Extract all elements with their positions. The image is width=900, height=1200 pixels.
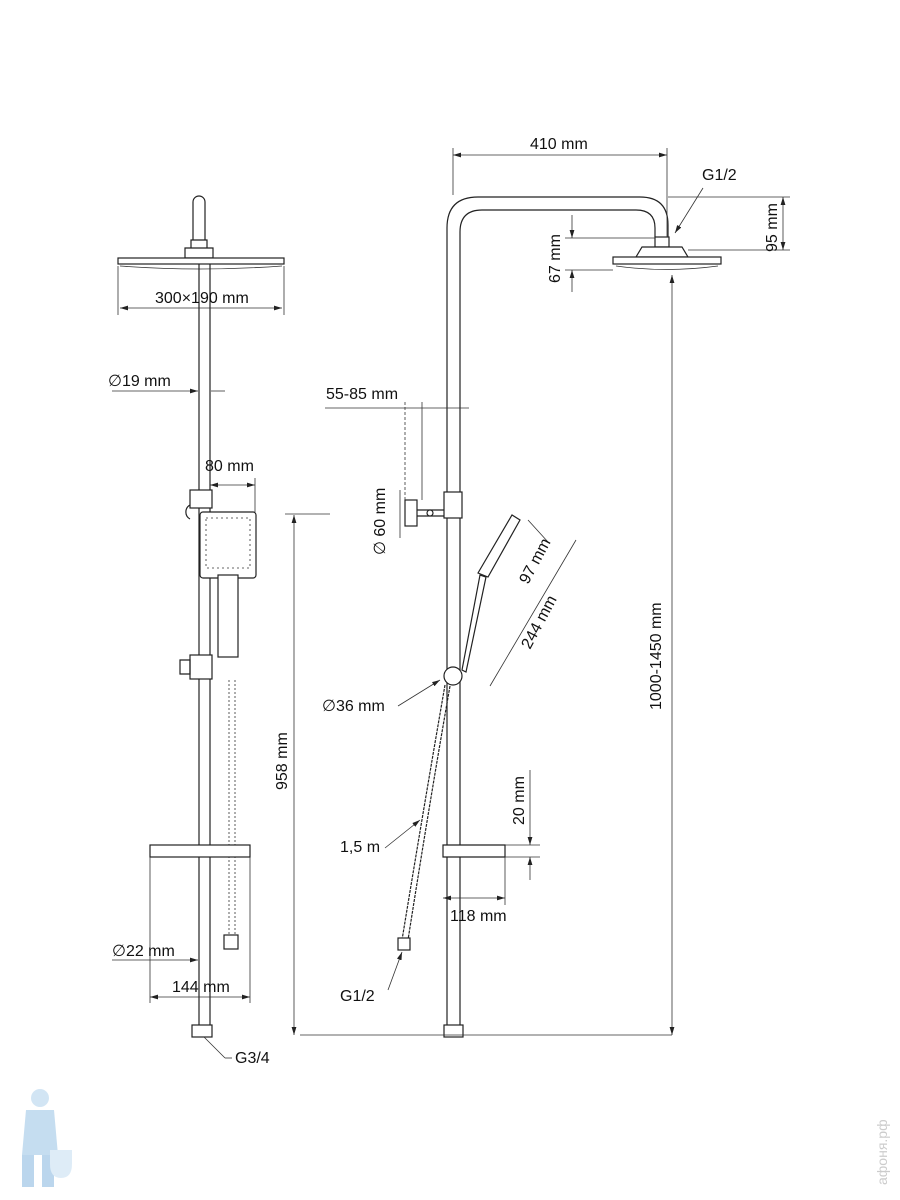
head-base [634,246,690,258]
inlet-fitting [443,1024,464,1038]
plumber-logo [22,1089,72,1187]
hose [401,684,451,941]
hand-shower-handle [217,574,239,658]
rain-head [117,257,285,265]
hand-width-label: 80 mm [205,458,254,475]
rain-head-nozzles [615,265,719,270]
arm-outer [446,196,669,1025]
diverter [443,666,463,686]
hose-fitting [397,937,411,951]
rain-head-nozzles [119,265,283,270]
arm-inner [459,209,656,1025]
inlet-fitting [191,1024,213,1038]
height-958-label: 958 mm [274,732,291,790]
hose-fitting [223,934,239,950]
diverter-diameter-label: ∅36 mm [322,698,385,715]
height-range-label: 1000-1450 mm [648,602,665,710]
hose-thread-label: G1/2 [340,988,375,1005]
rail-diameter-label: ∅22 mm [112,943,175,960]
side-view [300,148,790,1038]
hose [228,680,236,935]
arm-length-label: 410 mm [530,136,588,153]
hand-shower-handle [461,574,487,673]
hand-shower-nozzles [205,517,251,569]
height-95-label: 95 mm [764,203,781,252]
inlet-thread-label: G3/4 [235,1050,270,1067]
watermark: афоня.рф [874,1119,890,1185]
bracket-diameter-label: ∅ 60 mm [372,488,389,555]
dish-depth-label: 118 mm [450,908,507,925]
head-connector [184,239,214,259]
hand-shower-head [477,514,521,578]
top-arm [192,195,206,240]
bracket-clamp [443,491,463,519]
holder-knob [179,659,191,675]
dish-height-label: 20 mm [511,776,528,825]
head-thread-label: G1/2 [702,167,737,184]
soap-dish [442,844,506,858]
hand-head-length-label: 97 mm [517,536,555,587]
head-nut [654,236,670,248]
rain-head-side [612,256,722,265]
front-view [112,195,330,1059]
hose-length-label: 1,5 m [340,839,380,856]
height-67-label: 67 mm [547,234,564,283]
dish-width-left-label: 144 mm [172,979,230,996]
wall-distance-label: 55-85 mm [326,386,398,403]
head-size-label: 300×190 mm [155,290,249,307]
slider-top [189,489,213,509]
slider-knob [185,504,191,520]
riser-pipe [198,264,211,1025]
soap-dish [149,844,251,858]
holder [189,654,213,680]
wall-bracket [404,499,418,527]
pipe-diameter-label: ∅19 mm [108,373,171,390]
